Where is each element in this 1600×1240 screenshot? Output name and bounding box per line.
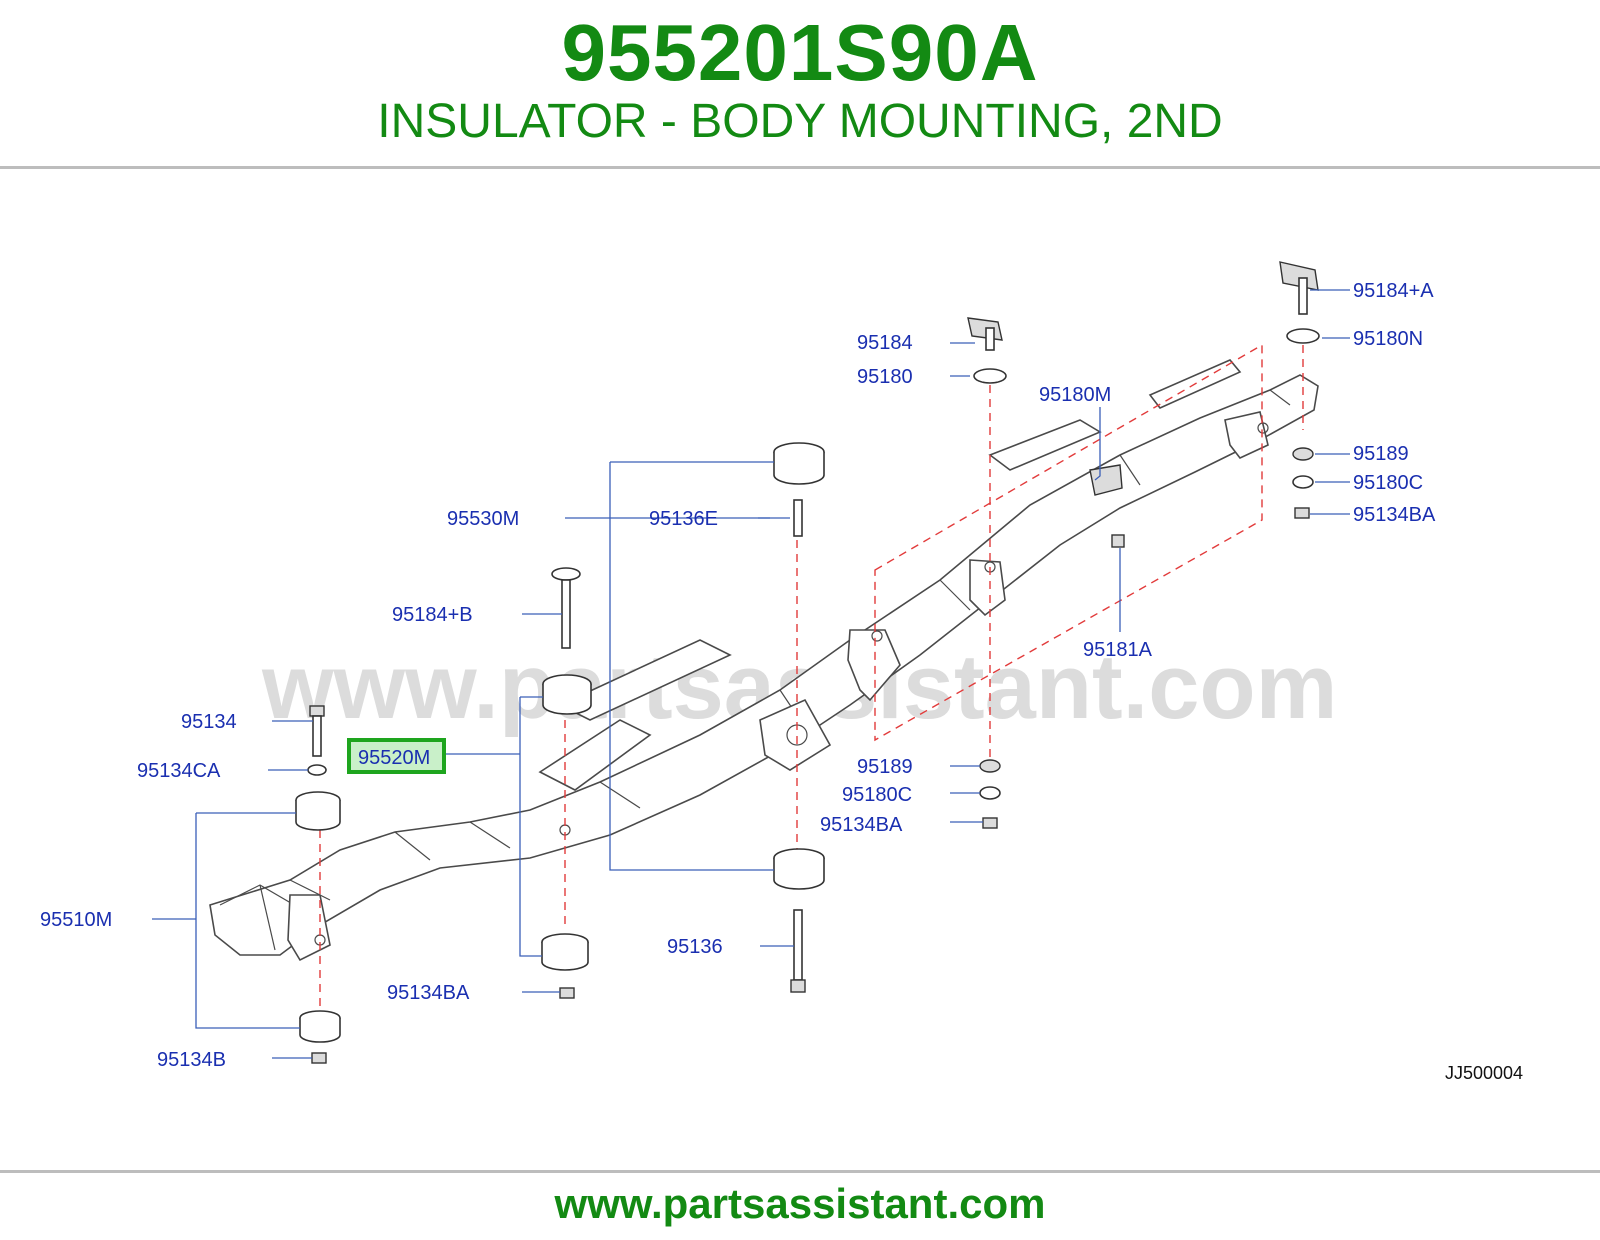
footer-site-url[interactable]: www.partsassistant.com <box>554 1180 1046 1227</box>
leader-lines <box>152 289 1350 1059</box>
callout-95134ca[interactable]: 95134CA <box>137 760 221 782</box>
callout-95189-right[interactable]: 95189 <box>1353 443 1409 465</box>
callout-95134[interactable]: 95134 <box>181 711 237 733</box>
callout-95184-a[interactable]: 95184+A <box>1353 280 1434 302</box>
callout-95134ba-right[interactable]: 95134BA <box>1353 504 1436 526</box>
callout-95510m[interactable]: 95510M <box>40 909 112 931</box>
callout-95134ba-middle[interactable]: 95134BA <box>820 814 903 836</box>
callout-95136[interactable]: 95136 <box>667 936 723 958</box>
header-divider <box>0 166 1600 169</box>
alignment-lines <box>319 343 1304 1015</box>
callout-95181a[interactable]: 95181A <box>1083 639 1153 661</box>
callout-95136e[interactable]: 95136E <box>649 508 718 530</box>
parts-diagram: www.partsassistant.com <box>40 261 1523 1083</box>
frame-outline <box>209 359 1319 962</box>
callout-95180m[interactable]: 95180M <box>1039 384 1111 406</box>
callout-95180c-right[interactable]: 95180C <box>1353 472 1423 494</box>
callout-95180n[interactable]: 95180N <box>1353 328 1423 350</box>
part-description: INSULATOR - BODY MOUNTING, 2ND <box>377 95 1223 148</box>
callout-95134ba-left[interactable]: 95134BA <box>387 982 470 1004</box>
highlighted-callout-box <box>347 738 446 774</box>
part-number-title: 955201S90A <box>561 8 1039 97</box>
callout-95180[interactable]: 95180 <box>857 366 913 388</box>
part-insulators <box>295 261 1320 1064</box>
drawing-code: JJ500004 <box>1445 1063 1523 1083</box>
callout-95180c-middle[interactable]: 95180C <box>842 784 912 806</box>
callout-95134b[interactable]: 95134B <box>157 1049 226 1071</box>
callout-labels: 95184+A 95180N 95184 95180 95180M 95189 … <box>40 280 1436 1071</box>
callout-95530m[interactable]: 95530M <box>447 508 519 530</box>
footer-divider <box>0 1170 1600 1173</box>
callout-95520m[interactable]: 95520M <box>358 747 430 769</box>
callout-95189-middle[interactable]: 95189 <box>857 756 913 778</box>
callout-95184-b[interactable]: 95184+B <box>392 604 473 626</box>
page-header: 955201S90A INSULATOR - BODY MOUNTING, 2N… <box>0 0 1600 168</box>
callout-95184[interactable]: 95184 <box>857 332 913 354</box>
